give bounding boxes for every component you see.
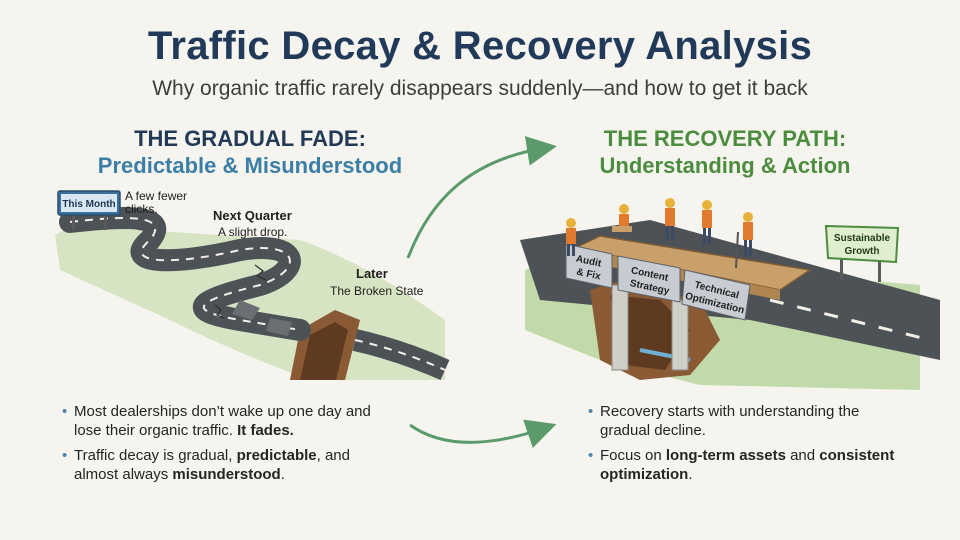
page-subtitle: Why organic traffic rarely disappears su… [152, 77, 808, 100]
plank-content-strategy: Content Strategy [617, 255, 681, 303]
list-item: • Recovery starts with understanding the… [588, 403, 860, 439]
fade-bullet-list: • Most dealerships don’t wake up one day… [62, 402, 382, 490]
recovery-bridge-illustration: Audit & Fix Content Strategy Technical O… [520, 198, 940, 390]
fade-title-line1: THE GRADUAL FADE: [134, 126, 366, 151]
this-month-sign: This Month [57, 190, 121, 230]
bullet-dot: • [588, 447, 594, 464]
list-item: • Most dealerships don’t wake up one day… [62, 403, 371, 439]
list-item: • Traffic decay is gradual, predictable,… [62, 447, 350, 483]
worker-icon [665, 198, 675, 240]
recovery-section-title: THE RECOVERY PATH: Understanding & Actio… [545, 125, 905, 179]
plank-audit: Audit & Fix [565, 243, 613, 289]
recovery-title-line2: Understanding & Action [599, 153, 851, 178]
arrow-down-icon [409, 419, 557, 448]
fading-road-illustration: This Month [55, 190, 450, 381]
svg-text:& Fix: & Fix [575, 267, 602, 283]
worker-icon [702, 200, 712, 244]
sustainable-growth-sign: Sustainable Growth [824, 224, 900, 282]
bullet-dot: • [588, 403, 594, 420]
recovery-bullet-list: • Recovery starts with understanding the… [588, 402, 908, 490]
svg-text:Growth: Growth [845, 246, 880, 257]
svg-text:Audit: Audit [575, 254, 603, 270]
arrow-up-icon [406, 136, 557, 259]
fade-title-line2: Predictable & Misunderstood [97, 153, 403, 178]
worker-icon [735, 212, 753, 269]
worker-icon [566, 218, 576, 256]
stage-later-note: The Broken State [330, 284, 424, 298]
page-title: Traffic Decay & Recovery Analysis [147, 24, 813, 68]
recovery-title-line1: THE RECOVERY PATH: [603, 126, 847, 151]
plank-technical-optimization: Technical Optimization [681, 269, 751, 321]
fade-section-title: THE GRADUAL FADE: Predictable & Misunder… [70, 125, 430, 179]
stage-next-quarter-note: A slight drop. [218, 225, 288, 239]
bullet-dot: • [62, 447, 68, 464]
stage-later-label: Later [356, 266, 388, 281]
stage-this-month-note: A few fewer clicks. [125, 189, 188, 216]
worker-icon [612, 204, 632, 232]
svg-text:Sustainable: Sustainable [834, 233, 891, 244]
stage-next-quarter-label: Next Quarter [213, 208, 292, 223]
sign-label: This Month [62, 199, 115, 210]
list-item: • Focus on long-term assets and consiste… [588, 447, 895, 483]
bullet-dot: • [62, 403, 68, 420]
